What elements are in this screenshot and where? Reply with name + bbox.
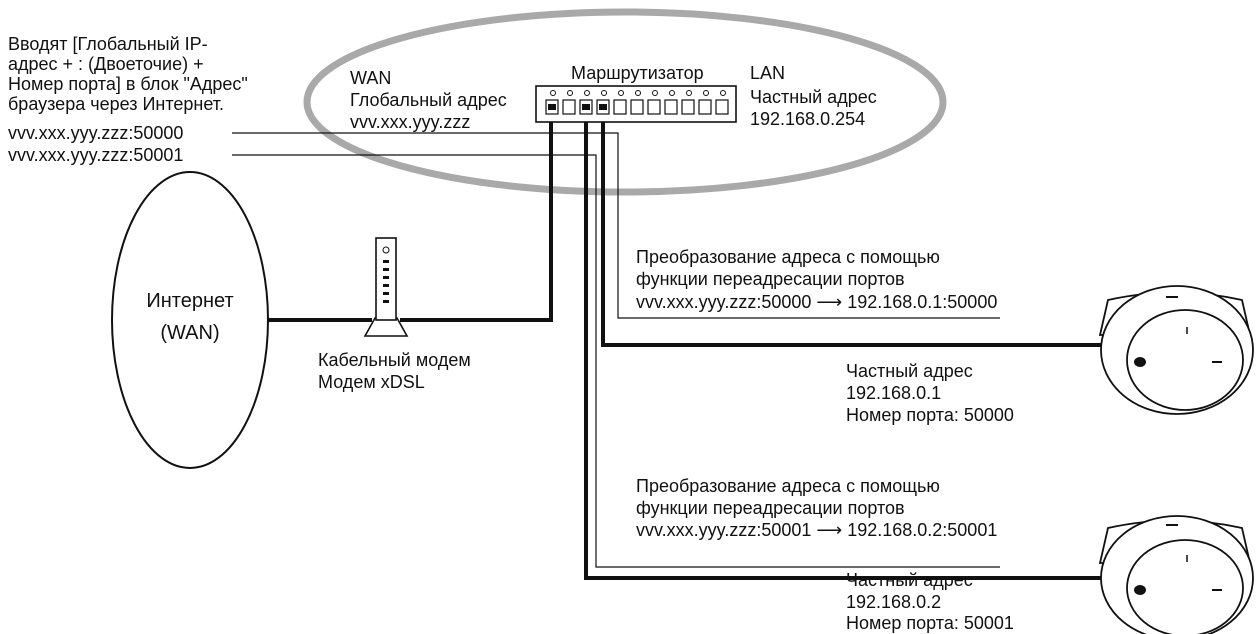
camera1-private-address-label: Частный адрес: [846, 361, 973, 381]
lan-title: LAN: [750, 63, 786, 83]
wan-global-address-label: Глобальный адрес: [350, 90, 507, 110]
address-50000: vvv.xxx.yyy.zzz:50000: [8, 123, 188, 144]
camera1-port: Номер порта: 50000: [846, 405, 1014, 425]
wan-title: WAN: [350, 68, 392, 88]
forward2-line-1: Преобразование адреса с помощью: [636, 476, 940, 496]
lan-private-address-label: Частный адрес: [750, 87, 877, 107]
internet-ellipse: [111, 171, 269, 469]
camera1-ip: 192.168.0.1: [846, 383, 942, 403]
router-device: [535, 85, 737, 123]
instruction-line-1: Вводят [Глобальный IP-: [8, 34, 208, 54]
router-leds: [550, 90, 726, 96]
camera2-cable: [584, 120, 1105, 580]
lan-private-ip: 192.168.0.254: [750, 109, 866, 129]
instruction-line-2: адрес + : (Двоеточие) +: [8, 54, 204, 74]
camera2-icon: [1098, 515, 1254, 634]
router-label: Маршрутизатор: [571, 63, 704, 83]
address-line-50000: [232, 132, 1000, 319]
modem-icon: [363, 237, 409, 337]
router-ports: [545, 99, 729, 115]
modem-label-1: Кабельный модем: [318, 350, 471, 370]
router-highlight-ellipse: [303, 8, 947, 196]
forward2-line-3: vvv.xxx.yyy.zzz:50001 ⟶ 192.168.0.2:5000…: [636, 520, 998, 540]
address-line-50001: [232, 154, 1000, 568]
internet-wan-label: (WAN): [160, 322, 220, 344]
wan-global-ip: vvv.xxx.yyy.zzz: [350, 112, 471, 132]
forward1-line-2: функции переадресации портов: [636, 269, 905, 289]
forward1-line-1: Преобразование адреса с помощью: [636, 247, 940, 267]
instruction-line-4: браузера через Интернет.: [8, 94, 225, 114]
camera2-ip: 192.168.0.2: [846, 592, 942, 612]
camera1-icon: [1098, 285, 1254, 415]
instruction-line-3: Номер порта] в блок "Адрес": [8, 74, 248, 94]
camera2-port: Номер порта: 50001: [846, 613, 1014, 633]
camera2-private-address-label: Частный адрес: [846, 570, 973, 590]
internet-label: Интернет: [146, 290, 234, 312]
forward1-line-3: vvv.xxx.yyy.zzz:50000 ⟶ 192.168.0.1:5000…: [636, 292, 998, 312]
modem-router-cable: [400, 120, 553, 322]
modem-label-2: Модем xDSL: [318, 372, 425, 392]
address-50001: vvv.xxx.yyy.zzz:50001: [8, 145, 188, 166]
camera1-cable: [601, 120, 1105, 347]
forward2-line-2: функции переадресации портов: [636, 498, 905, 518]
